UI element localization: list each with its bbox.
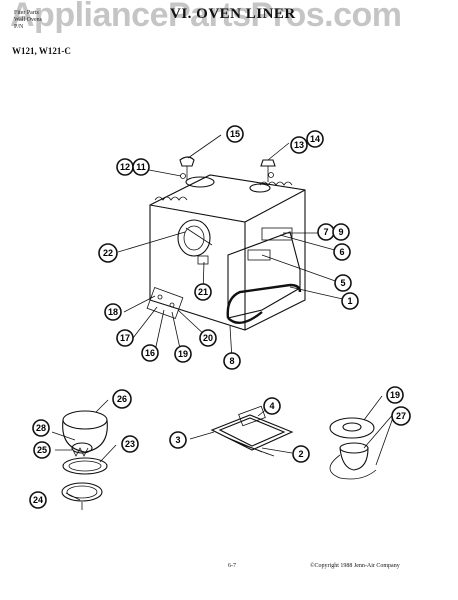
svg-text:4: 4 xyxy=(269,401,274,411)
callout-27: 27 xyxy=(391,406,411,426)
header-line-2: Wall Ovens xyxy=(14,17,43,23)
callout-21: 21 xyxy=(194,283,212,301)
svg-text:24: 24 xyxy=(33,495,43,505)
callout-11: 11 xyxy=(132,158,150,176)
callout-19-upper: 19 xyxy=(174,345,192,363)
model-numbers: W121, W121-C xyxy=(12,46,71,56)
light-cover-drawing xyxy=(210,405,294,457)
svg-text:14: 14 xyxy=(310,134,320,144)
svg-text:7: 7 xyxy=(323,227,328,237)
svg-text:26: 26 xyxy=(117,394,127,404)
svg-text:17: 17 xyxy=(120,333,130,343)
callout-15: 15 xyxy=(226,125,244,143)
callout-7: 7 xyxy=(317,223,335,241)
fan-assembly-drawing xyxy=(61,410,108,510)
svg-text:15: 15 xyxy=(230,129,240,139)
header-line-1: Fiter Parts xyxy=(14,10,39,16)
svg-text:28: 28 xyxy=(36,423,46,433)
svg-text:20: 20 xyxy=(203,333,213,343)
oven-liner-drawing xyxy=(146,156,306,331)
svg-text:12: 12 xyxy=(120,162,130,172)
callout-13: 13 xyxy=(290,136,308,154)
copyright: ©Copyright 1988 Jenn-Air Company xyxy=(310,563,400,569)
callout-4: 4 xyxy=(263,397,281,415)
page-number: 6-7 xyxy=(228,563,236,569)
svg-text:25: 25 xyxy=(37,445,47,455)
svg-text:6: 6 xyxy=(339,247,344,257)
svg-text:19: 19 xyxy=(178,349,188,359)
svg-text:18: 18 xyxy=(108,307,118,317)
callout-23: 23 xyxy=(121,435,139,453)
callout-25: 25 xyxy=(33,441,51,459)
svg-text:8: 8 xyxy=(229,356,234,366)
svg-text:16: 16 xyxy=(145,348,155,358)
callout-9: 9 xyxy=(332,223,350,241)
svg-text:22: 22 xyxy=(103,248,113,258)
callout-18: 18 xyxy=(104,303,122,321)
svg-text:13: 13 xyxy=(294,140,304,150)
svg-text:11: 11 xyxy=(136,162,146,172)
callout-26: 26 xyxy=(112,389,132,409)
callout-14: 14 xyxy=(306,130,324,148)
watermark: AppliancePartsPros.com xyxy=(10,0,402,34)
callout-2: 2 xyxy=(292,445,310,463)
svg-text:3: 3 xyxy=(175,435,180,445)
callout-5: 5 xyxy=(334,274,352,292)
svg-text:27: 27 xyxy=(396,411,406,421)
callout-22: 22 xyxy=(98,243,118,263)
svg-text:5: 5 xyxy=(340,278,345,288)
callout-19-lower: 19 xyxy=(386,386,404,404)
svg-text:23: 23 xyxy=(125,439,135,449)
page-title: VI. OVEN LINER xyxy=(170,6,296,22)
svg-text:1: 1 xyxy=(347,296,352,306)
svg-text:19: 19 xyxy=(390,390,400,400)
header-line-3: P/N xyxy=(14,24,24,30)
light-assembly-drawing xyxy=(329,417,377,480)
callout-6-upper: 6 xyxy=(333,243,351,261)
callout-3: 3 xyxy=(169,431,187,449)
callout-24: 24 xyxy=(29,491,47,509)
callout-1: 1 xyxy=(341,292,359,310)
callout-20: 20 xyxy=(199,329,217,347)
svg-text:2: 2 xyxy=(298,449,303,459)
callout-12: 12 xyxy=(116,158,134,176)
callout-17: 17 xyxy=(116,329,134,347)
callout-28: 28 xyxy=(32,419,50,437)
callout-8: 8 xyxy=(223,352,241,370)
svg-text:9: 9 xyxy=(338,227,343,237)
callout-16: 16 xyxy=(141,344,159,362)
svg-text:21: 21 xyxy=(198,287,208,297)
